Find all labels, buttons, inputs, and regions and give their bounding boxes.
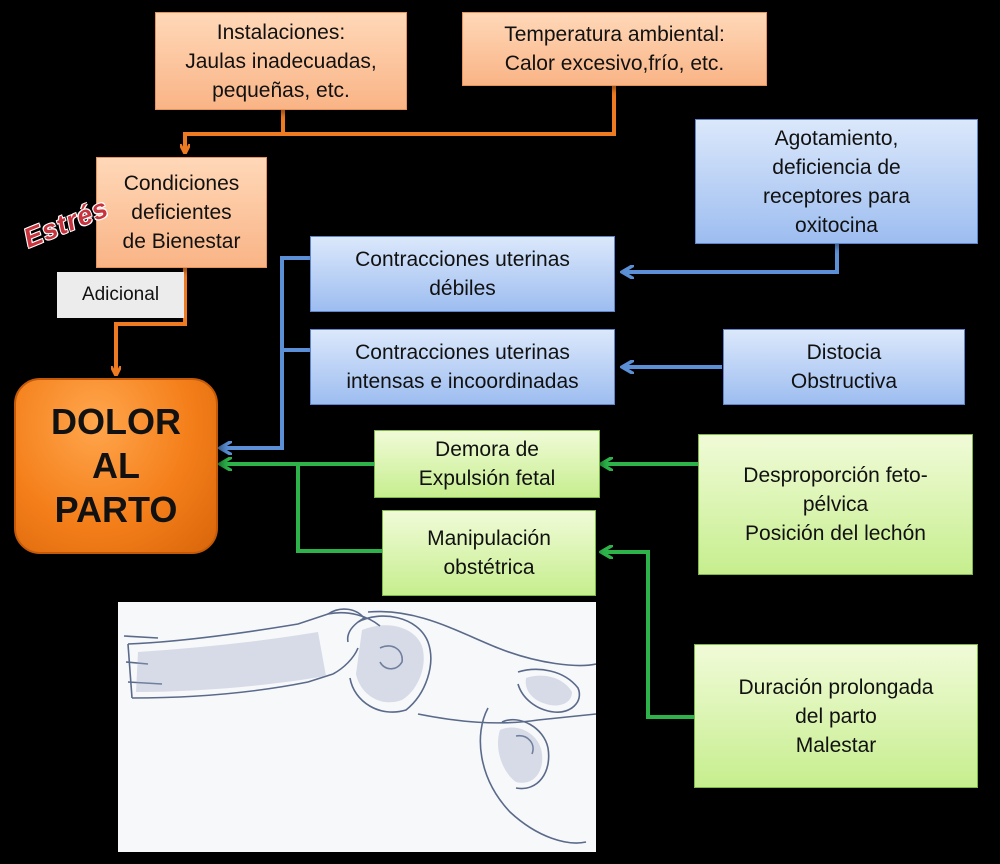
obstetric-manipulation-illustration [118, 602, 596, 852]
green-connectors [222, 464, 698, 719]
condiciones-box: Condiciones deficientes de Bienestar [96, 157, 267, 268]
demora-box: Demora de Expulsión fetal [374, 430, 600, 498]
blue-connectors [222, 244, 839, 448]
contracciones-debiles-box: Contracciones uterinas débiles [310, 236, 615, 312]
instalaciones-box: Instalaciones: Jaulas inadecuadas, peque… [155, 12, 407, 110]
adicional-label: Adicional [57, 272, 184, 318]
agotamiento-box: Agotamiento, deficiencia de receptores p… [695, 119, 978, 244]
duracion-box: Duración prolongada del parto Malestar [694, 644, 978, 788]
contracciones-intensas-box: Contracciones uterinas intensas e incoor… [310, 329, 615, 405]
distocia-box: Distocia Obstructiva [723, 329, 965, 405]
dolor-al-parto-box: DOLOR AL PARTO [14, 378, 218, 554]
temperatura-box: Temperatura ambiental: Calor excesivo,fr… [462, 12, 767, 86]
manipulacion-box: Manipulación obstétrica [382, 510, 596, 596]
orange-connectors [116, 86, 616, 374]
desproporcion-box: Desproporción feto- pélvica Posición del… [698, 434, 973, 575]
